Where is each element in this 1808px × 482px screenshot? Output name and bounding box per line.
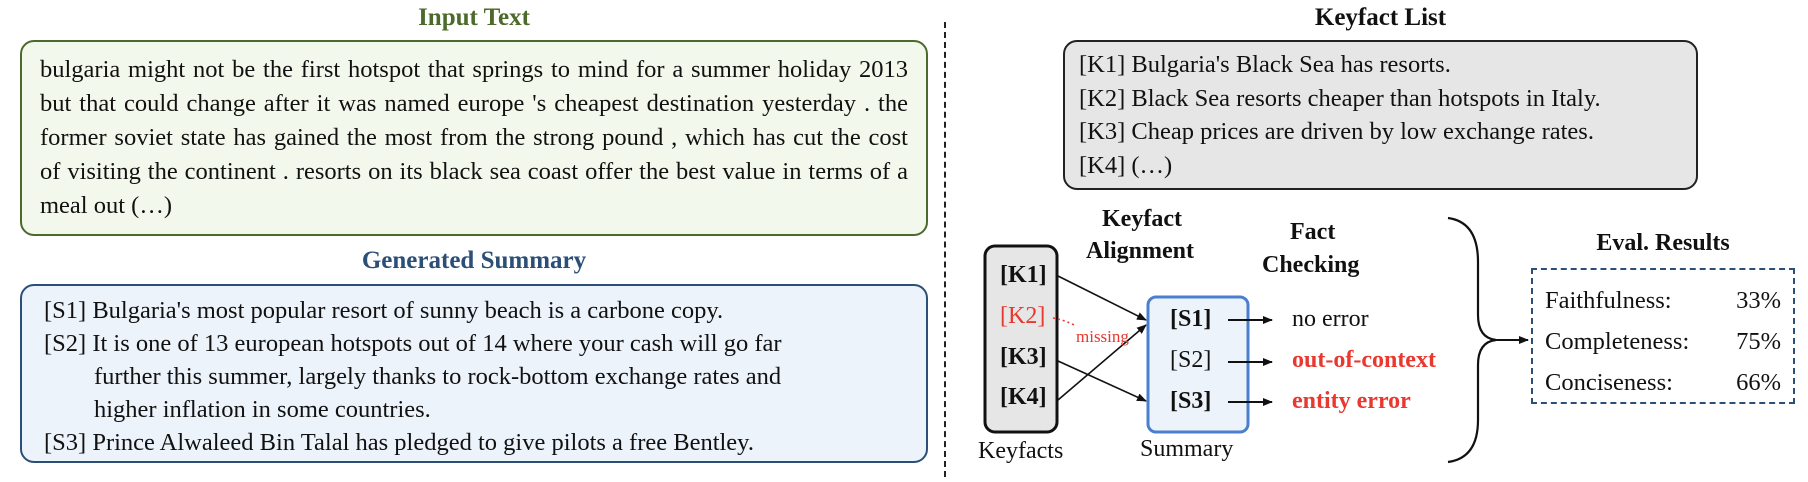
summary-sentence-s3: [S3] Prince Alwaleed Bin Talal has pledg…: [44, 429, 754, 456]
keyfact-list-title: Keyfact List: [1314, 4, 1447, 31]
summary-sentence-s1: [S1] Bulgaria's most popular resort of s…: [44, 297, 724, 324]
eval-value: 66%: [1736, 369, 1781, 396]
result-s3: entity error: [1292, 388, 1411, 414]
eval-label: Faithfulness:: [1545, 287, 1672, 314]
summary-item-s1: [S1]: [1170, 306, 1212, 332]
eval-label: Conciseness:: [1545, 369, 1673, 396]
keyfact-item: [K3] Cheap prices are driven by low exch…: [1079, 118, 1594, 145]
keyfact-item: [K2] Black Sea resorts cheaper than hots…: [1079, 84, 1601, 112]
arrow-k4-s1: [1057, 324, 1147, 401]
result-s2: out-of-context: [1292, 347, 1436, 373]
eval-value: 33%: [1736, 287, 1781, 314]
arrow-k3-s3: [1057, 360, 1147, 402]
keyfact-item: [K1] Bulgaria's Black Sea has resorts.: [1079, 51, 1451, 78]
keyfact-k1: [K1]: [1000, 262, 1047, 288]
summary-item-s2: [S2]: [1170, 347, 1212, 373]
fact-checking-heading-1: Fact: [1290, 219, 1336, 245]
fact-checking-heading-2: Checking: [1262, 252, 1360, 278]
input-text-box: bulgaria might not be the first hotspot …: [20, 40, 928, 236]
summary-sentence-s2-cont-1: further this summer, largely thanks to r…: [94, 363, 782, 390]
arrow-k1-s1: [1057, 275, 1147, 321]
eval-results-title: Eval. Results: [1596, 230, 1730, 256]
generated-summary-title: Generated Summary: [361, 247, 587, 274]
summary-caption: Summary: [1140, 436, 1234, 462]
keyfact-k3: [K3]: [1000, 344, 1047, 370]
eval-label: Completeness:: [1545, 328, 1690, 355]
keyfact-list-box: [K1] Bulgaria's Black Sea has resorts. […: [1063, 40, 1698, 190]
keyfacts-caption: Keyfacts: [978, 438, 1064, 464]
keyfact-item: [K4] (…): [1079, 151, 1173, 179]
keyfacts-box: [983, 244, 1059, 434]
input-text-title: Input Text: [418, 4, 530, 31]
summary-item-s3: [S3]: [1170, 388, 1212, 414]
input-text-body: bulgaria might not be the first hotspot …: [40, 56, 908, 219]
curly-brace: [1447, 216, 1497, 464]
alignment-heading-2: Alignment: [1086, 238, 1194, 264]
panel-divider: [944, 22, 946, 477]
generated-summary-box: [S1] Bulgaria's most popular resort of s…: [20, 284, 928, 463]
missing-label: missing: [1076, 327, 1129, 346]
keyfact-k4: [K4]: [1000, 384, 1047, 410]
eval-results-box: Faithfulness: 33% Completeness: 75% Conc…: [1531, 268, 1795, 404]
eval-row-completeness: Completeness: 75%: [1545, 321, 1781, 362]
eval-row-faithfulness: Faithfulness: 33%: [1545, 280, 1781, 321]
eval-value: 75%: [1736, 328, 1781, 355]
keyfact-k2: [K2]: [1000, 303, 1046, 329]
result-s1: no error: [1292, 306, 1369, 332]
summary-items-box: [1146, 295, 1250, 434]
eval-row-conciseness: Conciseness: 66%: [1545, 362, 1781, 403]
alignment-heading-1: Keyfact: [1102, 206, 1182, 232]
summary-sentence-s2: [S2] It is one of 13 european hotspots o…: [44, 330, 782, 357]
summary-sentence-s2-cont-2: higher inflation in some countries.: [94, 396, 431, 423]
